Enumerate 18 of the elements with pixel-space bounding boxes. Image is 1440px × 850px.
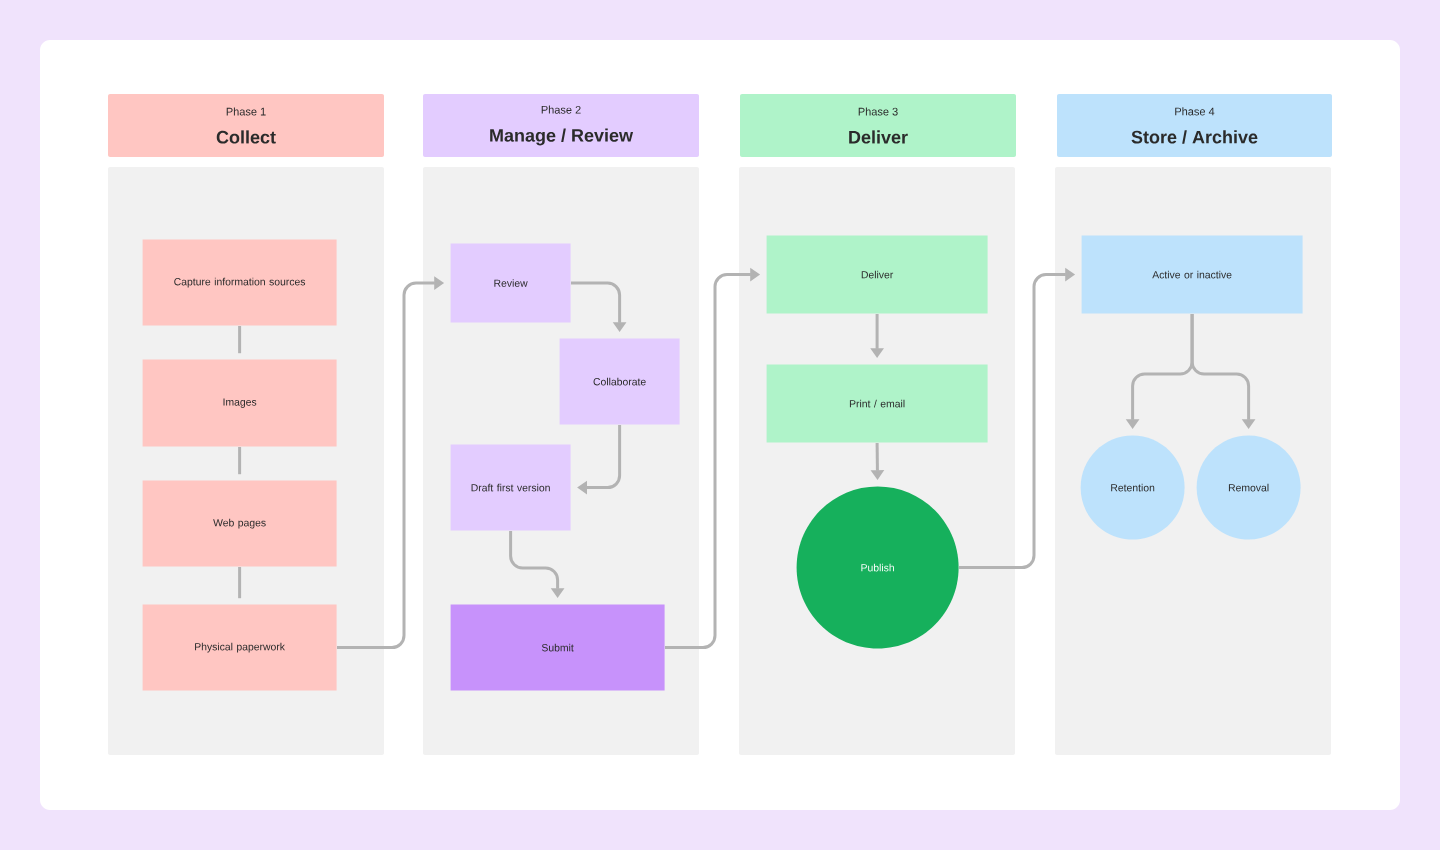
process-box: Deliver: [766, 235, 988, 314]
connector-line: [238, 567, 242, 599]
process-box: Submit: [450, 604, 665, 691]
process-box: Capture information sources: [142, 239, 337, 326]
connector-line: [238, 326, 242, 354]
connector-line: [238, 447, 242, 475]
phase-header: Phase 3 Deliver: [740, 94, 1016, 157]
process-box: Review: [450, 243, 571, 323]
process-box: Physical paperwork: [142, 604, 337, 691]
process-box: Images: [142, 359, 337, 447]
process-box: Draft first version: [450, 444, 571, 531]
phase-header: Phase 2 Manage / Review: [423, 94, 699, 157]
phase-header: Phase 1 Collect: [108, 94, 384, 157]
process-box: Active or inactive: [1081, 235, 1303, 314]
process-box: Print / email: [766, 364, 988, 443]
process-box: Web pages: [142, 480, 337, 567]
process-box: Collaborate: [559, 338, 680, 425]
phase-header: Phase 4 Store / Archive: [1057, 94, 1332, 157]
